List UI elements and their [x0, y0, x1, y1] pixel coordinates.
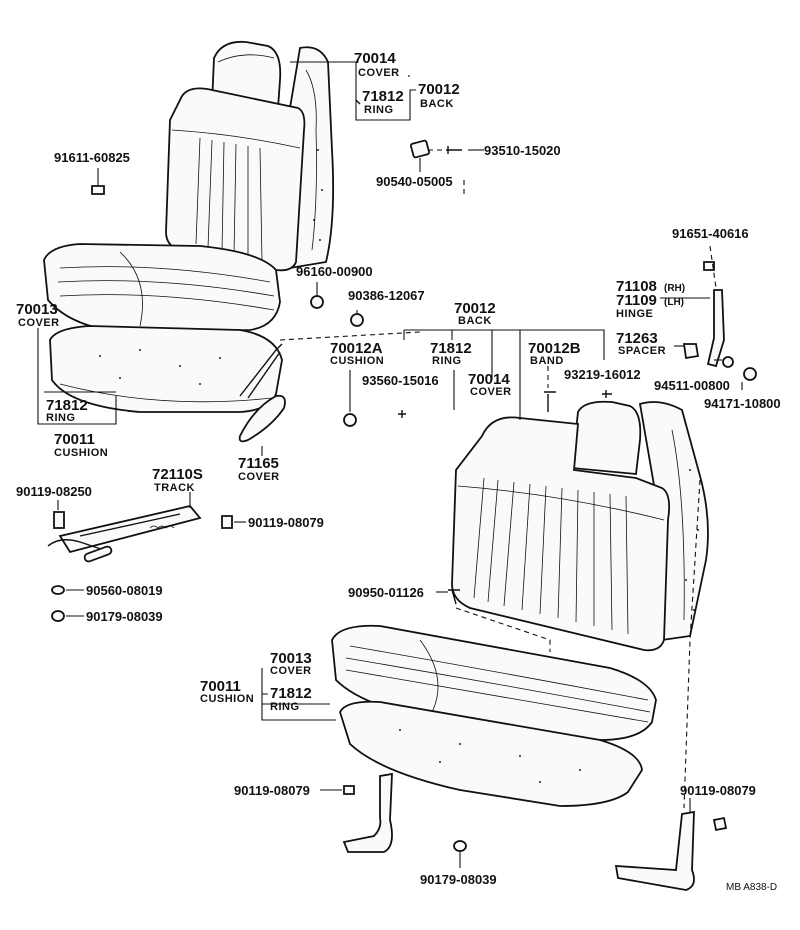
screw-93510: [446, 146, 462, 154]
label-70011-left-num: 70011: [54, 431, 95, 448]
label-70012-mid-name: BACK: [458, 315, 492, 327]
label-70011-bot-name: CUSHION: [200, 693, 254, 705]
washer-90560: [51, 585, 65, 595]
label-90179-b: 90179-08039: [420, 872, 497, 887]
clip-90386: [350, 313, 364, 327]
label-70012-top-name: BACK: [420, 98, 454, 110]
label-71165-num: 71165: [238, 455, 279, 472]
label-94171: 94171-10800: [704, 396, 781, 411]
bolt-90119-08079-bench: [343, 785, 355, 795]
bolt-90119-08079-right: [712, 816, 728, 832]
label-70013-left-num: 70013: [16, 301, 58, 318]
label-71812-bot-num: 71812: [270, 685, 312, 702]
bench-bracket-left: [342, 772, 393, 853]
side-cover-piece: [238, 394, 286, 443]
label-71263-name: SPACER: [618, 345, 666, 357]
bench-seat-back: [451, 391, 709, 652]
seat-track-assembly: [47, 504, 202, 563]
label-71812-top-name: RING: [364, 104, 394, 116]
label-71108-side: (RH): [664, 283, 685, 294]
label-70014-top-num: 70014: [354, 50, 396, 67]
bracket-90540: [410, 139, 430, 159]
label-70011-left-name: CUSHION: [54, 447, 108, 459]
label-96160: 96160-00900: [296, 264, 373, 279]
bolt-90119-08250: [53, 511, 65, 529]
label-71263-num: 71263: [616, 330, 658, 347]
label-70013-left-name: COVER: [18, 317, 60, 329]
labels: 70014 COVER 70012 BACK 71812 RING 93510-…: [16, 50, 781, 893]
cap-94171: [743, 367, 757, 381]
label-93560: 93560-15016: [362, 373, 439, 388]
label-94511: 94511-00800: [654, 378, 730, 393]
label-71108-num: 71108: [616, 278, 657, 295]
label-90179-a: 90179-08039: [86, 609, 163, 624]
label-90119-08079-a: 90119-08079: [248, 515, 324, 530]
label-90119-08079-c: 90119-08079: [680, 783, 756, 798]
bolt-91611: [91, 185, 105, 195]
label-70012B-name: BAND: [530, 355, 564, 367]
label-71812-left-num: 71812: [46, 397, 88, 414]
label-72110S-num: 72110S: [152, 466, 203, 483]
label-71812-mid-name: RING: [432, 355, 462, 367]
label-90540: 90540-05005: [376, 174, 453, 189]
bolt-90119-08079-track: [221, 515, 233, 529]
nut-90179-b: [453, 840, 467, 852]
screw-93560: [398, 410, 406, 418]
label-70012-top-num: 70012: [418, 81, 460, 98]
label-70014-mid-num: 70014: [468, 371, 510, 388]
label-70011-bot-num: 70011: [200, 678, 241, 695]
label-93219: 93219-16012: [564, 367, 641, 382]
label-71109-name: HINGE: [616, 308, 653, 320]
label-71812-bot-name: RING: [270, 701, 300, 713]
bolt-91651: [703, 261, 715, 271]
grommet-96160: [310, 295, 324, 309]
hinge-71108: [706, 289, 725, 368]
label-71812-mid-num: 71812: [430, 340, 472, 357]
label-90119-08079-b: 90119-08079: [234, 783, 310, 798]
label-90560: 90560-08019: [86, 583, 163, 598]
label-71812-top-num: 71812: [362, 88, 404, 105]
label-71165-name: COVER: [238, 471, 280, 483]
bench-bracket-right: [614, 810, 695, 891]
label-70012A-name: CUSHION: [330, 355, 384, 367]
label-72110S-name: TRACK: [154, 482, 195, 494]
nut-90179-a: [51, 610, 65, 622]
cushion-clip-70012a: [343, 413, 357, 427]
label-93510: 93510-15020: [484, 143, 561, 158]
label-90386: 90386-12067: [348, 288, 425, 303]
nut-94511: [722, 356, 734, 368]
reference-code: MB A838-D: [726, 882, 777, 893]
leader-lines: [37, 61, 743, 868]
label-70012-mid-num: 70012: [454, 300, 496, 317]
clip-90950: [448, 589, 460, 605]
bench-cushion-pad: [339, 700, 643, 807]
spacer-71263: [682, 343, 700, 360]
label-71109-num: 71109: [616, 292, 657, 309]
label-70012B-num: 70012B: [528, 340, 581, 357]
label-90950: 90950-01126: [348, 585, 424, 600]
label-70013-bot-name: COVER: [270, 665, 312, 677]
screw-93219: [602, 390, 612, 398]
ring-71812-top: [355, 99, 361, 105]
label-70012A-num: 70012A: [330, 340, 383, 357]
label-70014-mid-name: COVER: [470, 386, 512, 398]
label-71812-left-name: RING: [46, 412, 76, 424]
label-70013-bot-num: 70013: [270, 650, 312, 667]
upper-seat-back: [165, 40, 335, 272]
label-91651: 91651-40616: [672, 226, 749, 241]
upper-seat-cushion-cover: [43, 243, 281, 333]
upper-seat-cushion-pad: [49, 325, 283, 413]
label-91611: 91611-60825: [54, 150, 130, 165]
label-70014-top-name: COVER: [358, 67, 400, 79]
label-71109-side: (LH): [664, 297, 684, 308]
label-90119-08250: 90119-08250: [16, 484, 92, 499]
